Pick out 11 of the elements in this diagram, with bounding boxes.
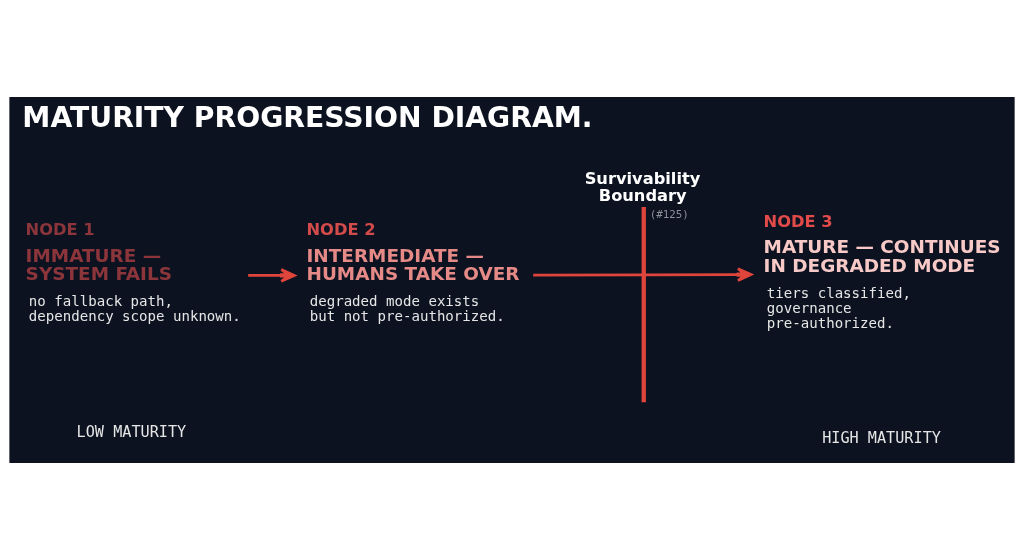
diagram-title: MATURITY PROGRESSION DIAGRAM. [22,100,593,134]
node-label: (#125) [649,207,689,221]
node-label: Survivability Boundary [584,168,701,205]
label: HIGH MATURITY [822,428,941,447]
node-text: NODE 3 MATURE — CONTINUES IN DEGRADED MODE tiers classified, governance pre-authorized. [763,211,1001,331]
label: LOW MATURITY [76,422,187,441]
node-text: NODE 1 IMMATURE — SYSTEM FAILS no fallback path, dependency scope unknown. [25,219,241,324]
node-box [641,206,646,402]
arrow [248,267,296,283]
arrow [533,266,753,282]
node-text: NODE 2 INTERMEDIATE — HUMANS TAKE OVER degraded mode exists but not pre-authorized. [306,219,520,324]
